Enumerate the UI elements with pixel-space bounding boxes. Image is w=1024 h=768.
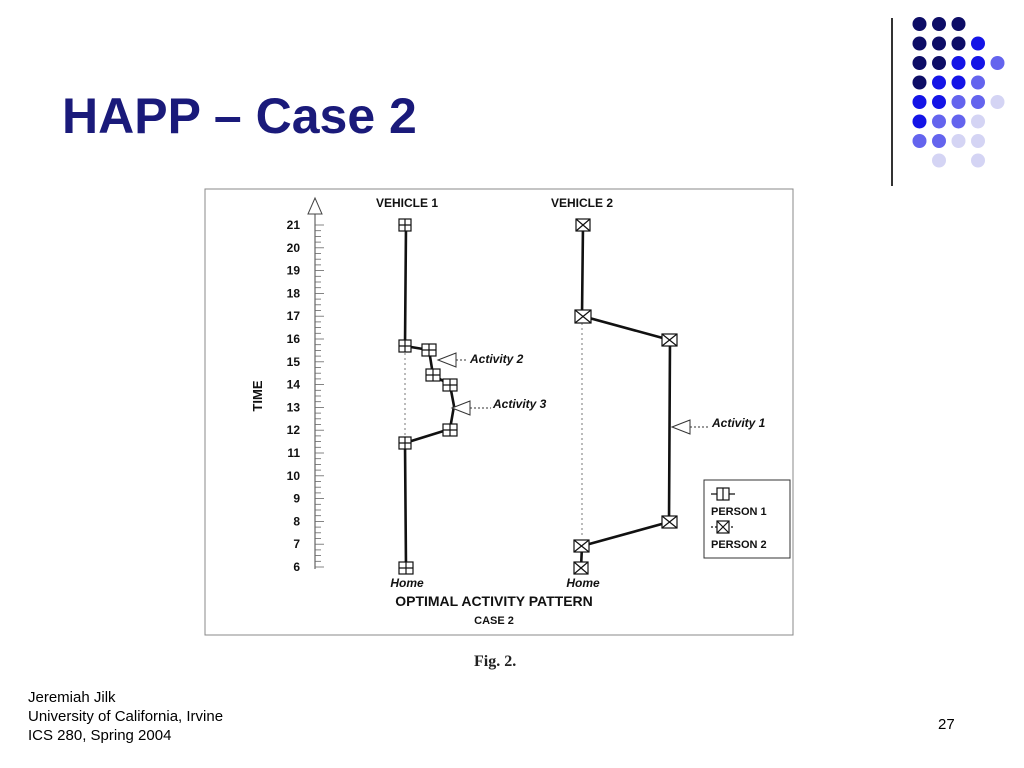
vehicle2-home-label: Home bbox=[566, 576, 600, 590]
decorative-dot bbox=[912, 17, 927, 31]
person1-markers bbox=[398, 218, 458, 575]
legend-person2-marker bbox=[711, 520, 735, 534]
person1-marker bbox=[442, 378, 458, 392]
person1-marker bbox=[421, 343, 437, 357]
decorative-dot bbox=[951, 36, 966, 51]
time-tick-label: 10 bbox=[287, 469, 301, 483]
decorative-dot bbox=[951, 56, 966, 70]
decorative-dot bbox=[932, 95, 946, 109]
decorative-dot bbox=[971, 114, 985, 129]
axis-tick-labels: 21 20 19 18 17 16 15 14 13 12 11 10 9 8 7 6 bbox=[287, 218, 301, 574]
decorative-dot bbox=[971, 134, 985, 148]
time-tick-label: 9 bbox=[293, 492, 300, 506]
legend-person1-marker bbox=[711, 487, 735, 501]
person2-marker bbox=[661, 333, 678, 347]
time-tick-label: 17 bbox=[287, 309, 301, 323]
decorative-dot bbox=[932, 56, 946, 70]
time-tick-label: 21 bbox=[287, 218, 301, 232]
time-tick-label: 8 bbox=[293, 514, 300, 528]
decorative-dot bbox=[951, 75, 966, 90]
activity1-pointer: Activity 1 bbox=[670, 416, 766, 435]
decorative-dot bbox=[912, 56, 927, 70]
person1-marker bbox=[398, 561, 414, 575]
legend: PERSON 1 PERSON 2 bbox=[703, 479, 791, 559]
time-tick-label: 14 bbox=[287, 378, 301, 392]
decorative-dot bbox=[912, 75, 927, 90]
vehicle1-label: VEHICLE 1 bbox=[376, 196, 438, 210]
axis-label-time: TIME bbox=[250, 380, 265, 411]
person2-marker bbox=[575, 218, 591, 232]
decorative-dot bbox=[951, 95, 966, 109]
vehicle2-label: VEHICLE 2 bbox=[551, 196, 613, 210]
decorative-dot bbox=[932, 75, 946, 90]
decorative-dot bbox=[971, 75, 985, 90]
decorative-dot bbox=[932, 114, 946, 129]
decorative-dot bbox=[971, 36, 985, 51]
person2-marker bbox=[573, 561, 589, 575]
vehicle1-home-label: Home bbox=[390, 576, 424, 590]
decorative-dot bbox=[932, 17, 946, 31]
decorative-dot bbox=[932, 36, 946, 51]
axis-arrow-head bbox=[307, 196, 323, 215]
time-axis: 21 20 19 18 17 16 15 14 13 12 11 10 9 8 7 6 TIME bbox=[250, 196, 324, 574]
time-tick-label: 11 bbox=[287, 446, 300, 460]
person2-markers bbox=[573, 218, 678, 575]
activity2-label: Activity 2 bbox=[469, 352, 524, 366]
person1-marker bbox=[425, 368, 441, 382]
time-tick-label: 19 bbox=[287, 264, 301, 278]
legend-person1-label: PERSON 1 bbox=[711, 506, 767, 518]
axis-minor-ticks bbox=[315, 224, 324, 568]
activity3-pointer: Activity 3 bbox=[450, 397, 547, 416]
footer-course: ICS 280, Spring 2004 bbox=[28, 727, 172, 744]
activity-pattern-figure: 21 20 19 18 17 16 15 14 13 12 11 10 9 8 7 6 TIME VEHICL… bbox=[204, 188, 794, 636]
time-tick-label: 6 bbox=[293, 560, 300, 574]
legend-person2-label: PERSON 2 bbox=[711, 539, 767, 551]
footer-credits: Jeremiah Jilk University of California, … bbox=[28, 688, 223, 745]
time-tick-label: 13 bbox=[287, 400, 301, 414]
decorative-dot bbox=[990, 56, 1005, 70]
decorative-dot bbox=[951, 17, 966, 31]
figure-subtitle: OPTIMAL ACTIVITY PATTERN bbox=[395, 593, 593, 609]
decorative-dot bbox=[932, 153, 946, 168]
figure-case-label: CASE 2 bbox=[474, 615, 514, 627]
activity2-pointer: Activity 2 bbox=[436, 352, 524, 368]
activity1-label: Activity 1 bbox=[711, 416, 766, 430]
decorative-dot bbox=[971, 95, 985, 109]
decorative-dot bbox=[912, 114, 927, 129]
footer-institution: University of California, Irvine bbox=[28, 708, 224, 725]
decorative-dot bbox=[971, 56, 985, 70]
decorative-dot-grid bbox=[912, 17, 1005, 168]
time-tick-label: 18 bbox=[287, 286, 301, 300]
person1-marker bbox=[398, 436, 412, 450]
time-tick-label: 7 bbox=[293, 537, 300, 551]
time-tick-label: 15 bbox=[287, 355, 301, 369]
footer-author: Jeremiah Jilk bbox=[28, 689, 116, 706]
slide-title: HAPP – Case 2 bbox=[62, 88, 417, 144]
decorative-dot bbox=[912, 36, 927, 51]
decorative-dot bbox=[990, 95, 1005, 109]
person1-marker bbox=[398, 339, 412, 353]
decorative-dot bbox=[971, 153, 985, 168]
person2-marker bbox=[574, 309, 592, 324]
decorative-dot bbox=[912, 134, 927, 148]
figure-frame bbox=[204, 188, 794, 636]
time-tick-label: 12 bbox=[287, 423, 301, 437]
activity3-label: Activity 3 bbox=[492, 397, 547, 411]
person2-marker bbox=[573, 539, 590, 553]
time-tick-label: 16 bbox=[287, 332, 301, 346]
decorative-dot bbox=[932, 134, 946, 148]
decorative-dot bbox=[951, 114, 966, 129]
decorative-dot bbox=[951, 134, 966, 148]
figure-caption: Fig. 2. bbox=[474, 653, 517, 670]
time-tick-label: 20 bbox=[287, 241, 301, 255]
decorative-dot bbox=[912, 95, 927, 109]
person2-marker bbox=[661, 515, 678, 529]
person1-marker bbox=[398, 218, 412, 232]
vertical-divider bbox=[891, 18, 893, 186]
person1-marker bbox=[442, 423, 458, 437]
page-number: 27 bbox=[938, 716, 955, 733]
